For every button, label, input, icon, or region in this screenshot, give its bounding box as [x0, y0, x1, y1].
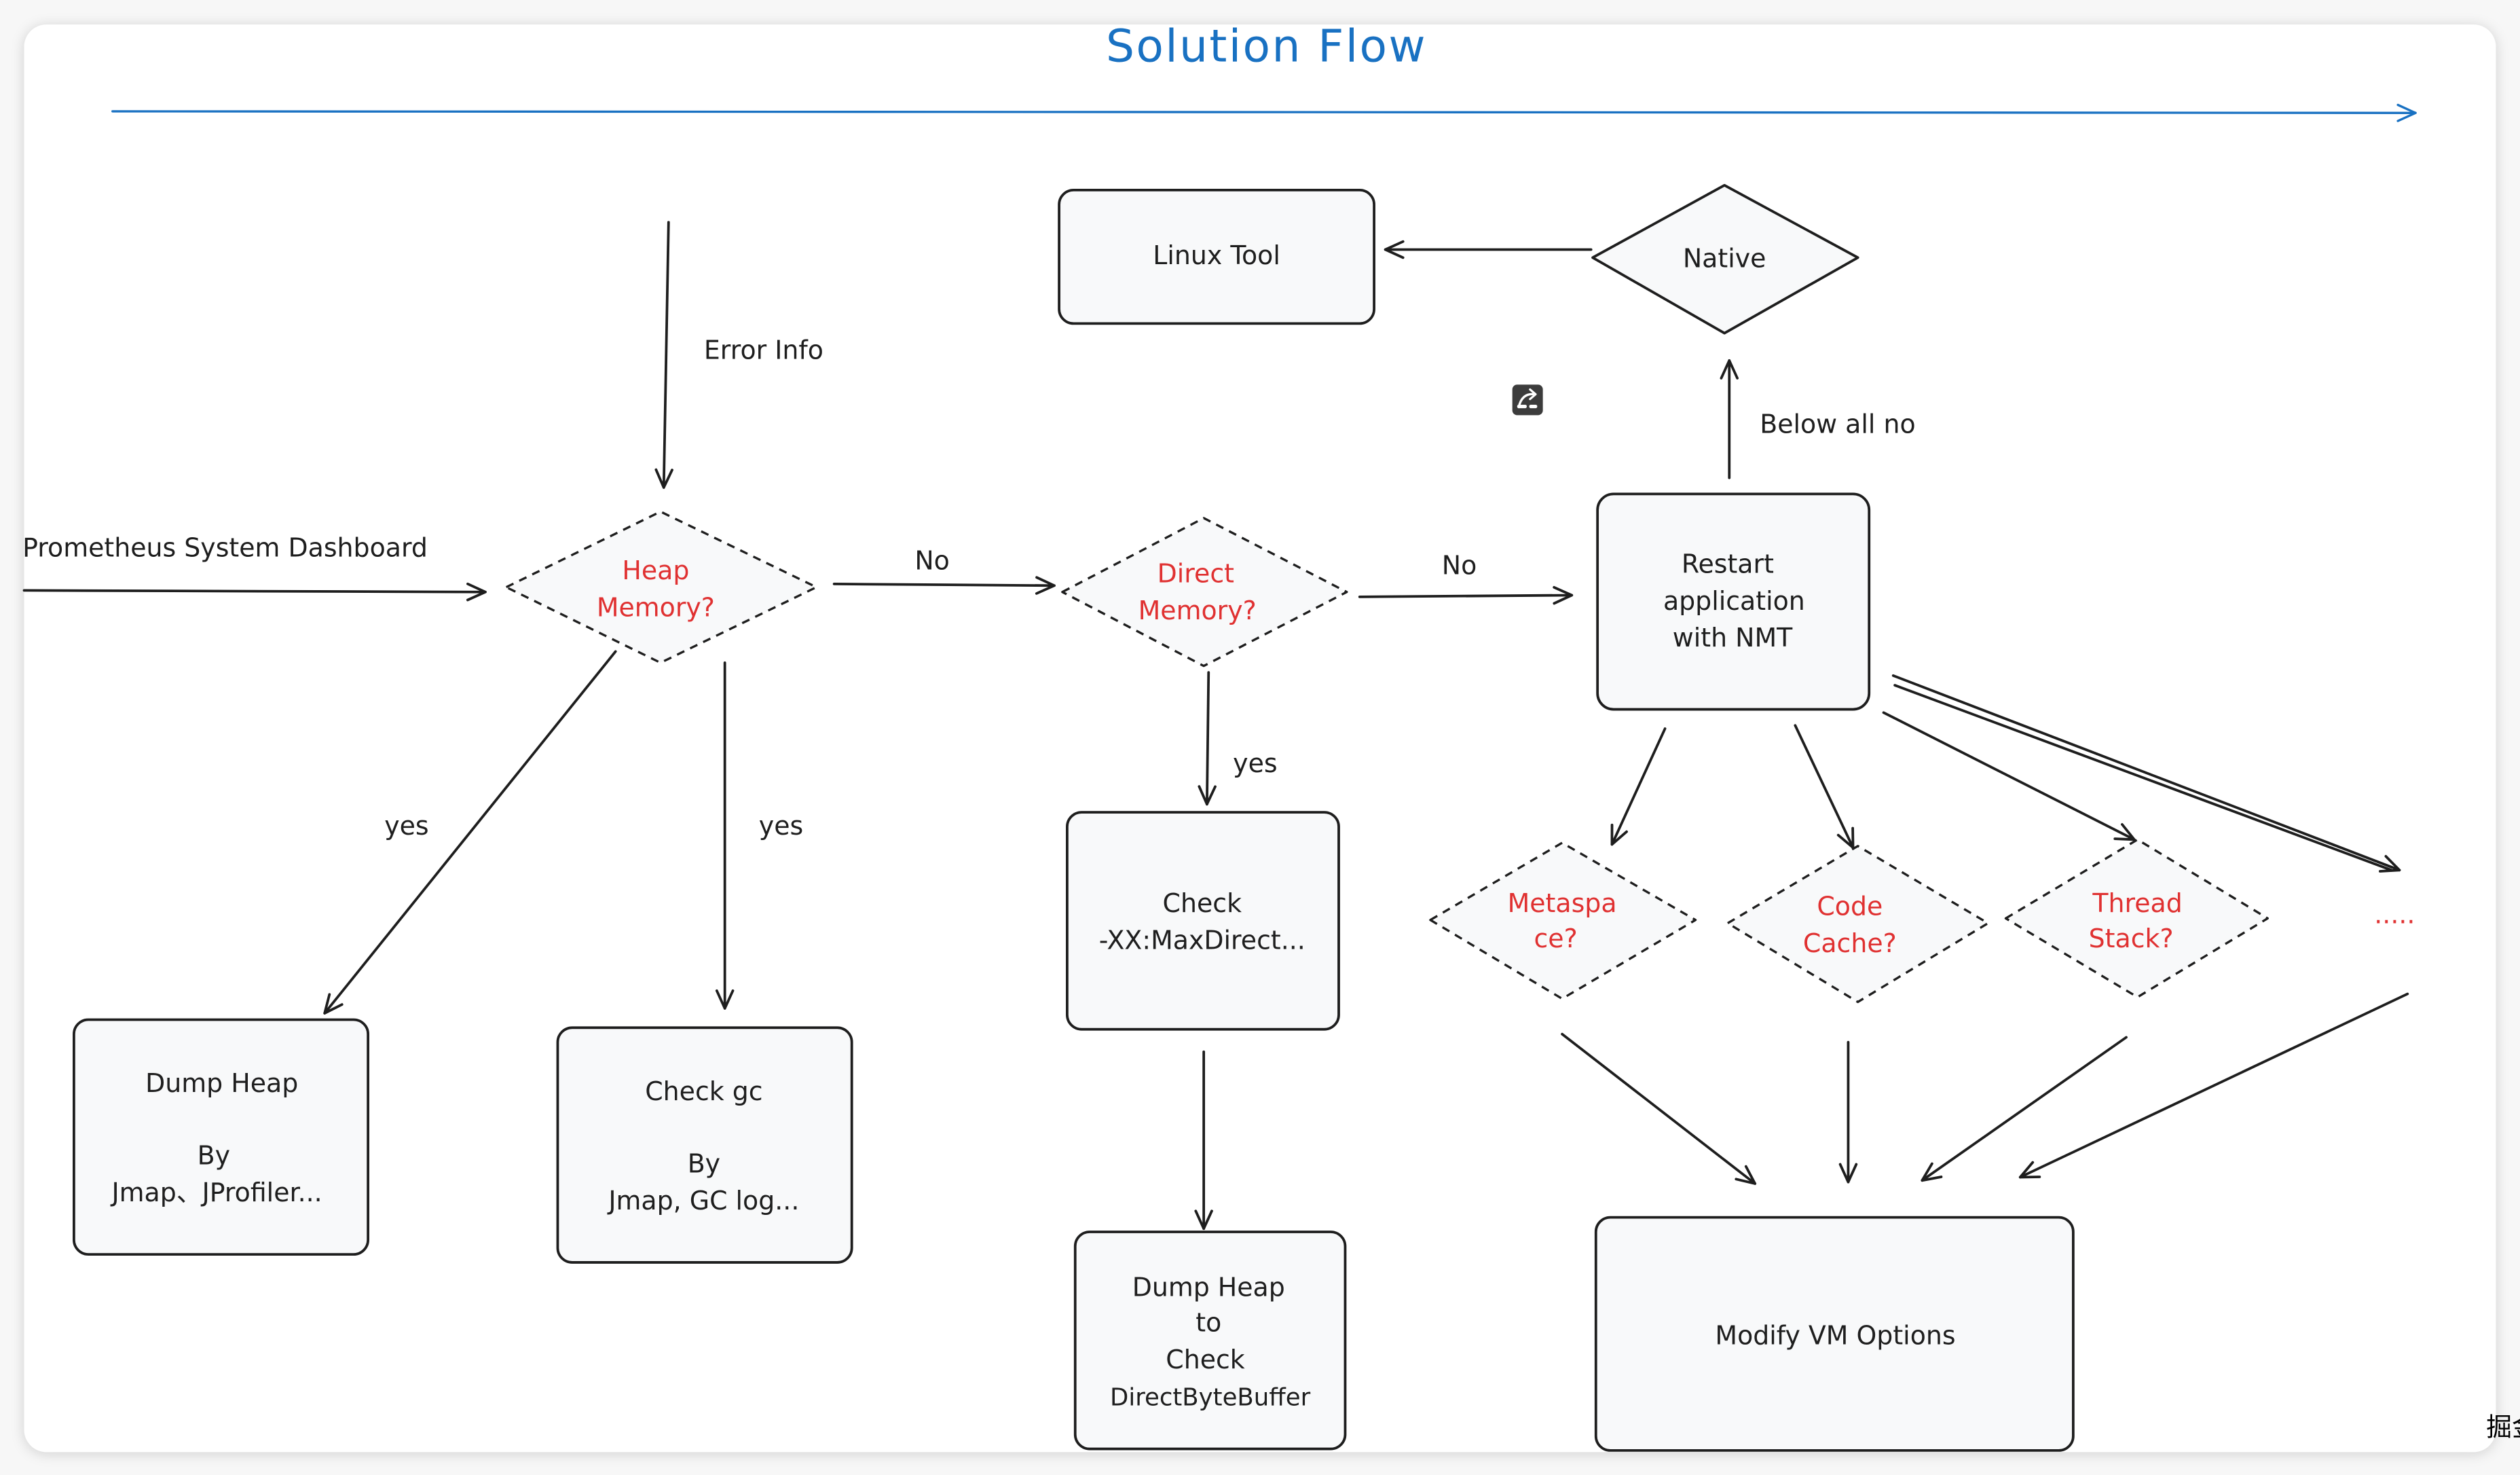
- arrow-metaspace-to-modify: [1561, 1032, 1757, 1185]
- label-direct-no: No: [1442, 551, 1477, 581]
- node-label: Metaspa: [1508, 888, 1617, 918]
- node-label: By: [198, 1141, 230, 1171]
- label-direct-yes: yes: [1233, 748, 1277, 778]
- edges: [22, 221, 2409, 1231]
- translate-icon[interactable]: [1512, 384, 1543, 416]
- node-label: Code: [1817, 892, 1883, 922]
- watermark: 掘金技术社区 @ SevenStars: [2486, 1414, 2520, 1442]
- node-dump-heap-direct: Dump Heap to Check DirectByteBuffer: [1073, 1231, 1347, 1451]
- node-label: Jmap, GC log...: [607, 1186, 799, 1216]
- node-label: Dump Heap: [1132, 1273, 1285, 1303]
- node-label: -XX:MaxDirect...: [1099, 925, 1305, 955]
- node-label: to: [1196, 1308, 1221, 1338]
- node-label: Memory?: [597, 592, 715, 622]
- node-label: Stack?: [2089, 924, 2174, 953]
- label-below-all-no: Below all no: [1760, 409, 1915, 439]
- node-label: ce?: [1534, 924, 1577, 953]
- node-label: Linux Tool: [1153, 240, 1280, 270]
- node-label: Native: [1683, 244, 1766, 274]
- arrow-restart-to-code-cache: [1794, 724, 1855, 850]
- node-label: By: [688, 1148, 720, 1178]
- node-label: Cache?: [1803, 928, 1897, 958]
- node-label: Direct: [1157, 559, 1234, 589]
- node-label: Memory?: [1138, 596, 1257, 625]
- node-label: Jmap、JProfiler...: [110, 1178, 322, 1207]
- node-label: DirectByteBuffer: [1110, 1384, 1311, 1412]
- arrow-thread-stack-to-modify: [1921, 1036, 2128, 1182]
- arrow-heap-to-dump-heap: [323, 650, 617, 1015]
- title-flow-arrow: [111, 103, 2417, 122]
- arrow-restart-to-thread-stack: [1882, 711, 2136, 841]
- arrow-restart-to-metaspace: [1610, 727, 1667, 846]
- arrow-heap-to-direct: [832, 576, 1056, 595]
- node-direct-memory: Direct Memory?: [1061, 517, 1348, 668]
- node-more: .....: [2374, 899, 2415, 929]
- edge-labels: Error Info Prometheus System Dashboard N…: [22, 335, 1915, 841]
- node-check-maxdirect: Check -XX:MaxDirect...: [1066, 811, 1340, 1031]
- arrow-restart-to-more-stroke: [1893, 684, 2393, 872]
- arrow-restart-to-more: [1891, 674, 2401, 873]
- node-label: Heap: [622, 556, 689, 585]
- node-label: Modify VM Options: [1715, 1321, 1955, 1351]
- label-heap-yes-dump: yes: [384, 811, 428, 841]
- node-restart-nmt: Restart application with NMT: [1596, 492, 1871, 711]
- node-heap-memory: Heap Memory?: [505, 510, 818, 664]
- arrow-more-to-modify: [2018, 992, 2409, 1179]
- diagram-title: Solution Flow: [1106, 20, 1427, 73]
- node-label: Dump Heap: [145, 1068, 298, 1098]
- node-thread-stack: Thread Stack?: [2004, 838, 2269, 998]
- node-dump-heap: Dump Heap By Jmap、JProfiler...: [73, 1018, 370, 1256]
- node-check-gc: Check gc By Jmap, GC log...: [556, 1026, 853, 1264]
- arrow-direct-to-check-maxdirect: [1198, 671, 1217, 806]
- arrow-prometheus: [22, 582, 487, 602]
- node-label: Thread: [2092, 888, 2182, 918]
- node-modify-vm: Modify VM Options: [1594, 1216, 2075, 1452]
- node-label: Restart: [1682, 549, 1774, 579]
- arrow-error-info: [654, 221, 673, 489]
- node-label: Check: [1163, 888, 1242, 918]
- node-label: Check: [1166, 1345, 1245, 1374]
- node-label: Check gc: [645, 1076, 762, 1106]
- label-prometheus: Prometheus System Dashboard: [22, 533, 428, 563]
- label-heap-yes-gc: yes: [759, 811, 803, 841]
- label-heap-no: No: [914, 546, 949, 576]
- node-native: Native: [1591, 183, 1859, 335]
- label-error-info: Error Info: [704, 335, 823, 365]
- arrow-direct-to-restart: [1358, 585, 1574, 605]
- node-label: application: [1663, 586, 1805, 616]
- node-label: with NMT: [1673, 623, 1793, 653]
- node-code-cache: Code Cache?: [1726, 845, 1990, 1004]
- node-metaspace: Metaspa ce?: [1429, 841, 1697, 1000]
- node-linux-tool: Linux Tool: [1058, 189, 1375, 325]
